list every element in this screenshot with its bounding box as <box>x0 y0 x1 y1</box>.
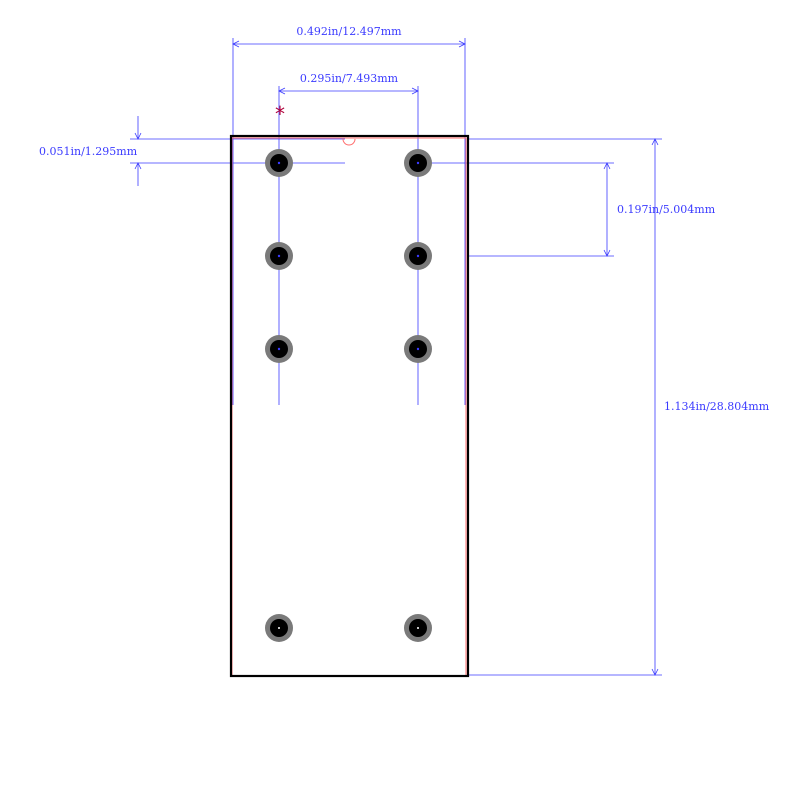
arrow-pitch-bottom <box>603 249 611 257</box>
pad-1 <box>265 149 293 177</box>
pad-7 <box>265 614 293 642</box>
edge-offset-label: 0.051in/1.295mm <box>39 145 138 158</box>
notch-icon <box>342 138 356 146</box>
row-pitch-label: 0.197in/5.004mm <box>617 203 716 216</box>
pad-5 <box>265 335 293 363</box>
arrow-width-right <box>458 40 466 48</box>
arrow-spacing-left <box>278 87 286 95</box>
body-outline <box>229 134 470 678</box>
dimension-arrowheads <box>134 40 659 676</box>
overall-width-label: 0.492in/12.497mm <box>296 25 402 38</box>
pad-2 <box>404 149 432 177</box>
pad-8 <box>404 614 432 642</box>
pin1-asterisk-icon: * <box>275 102 285 126</box>
arrow-offset-up <box>134 162 142 170</box>
arrow-length-bottom <box>651 668 659 676</box>
arrow-width-left <box>232 40 240 48</box>
arrow-offset-down <box>134 132 142 140</box>
courtyard-outline <box>231 137 467 677</box>
overall-length-label: 1.134in/28.804mm <box>664 400 770 413</box>
pad-3 <box>265 242 293 270</box>
pad-4 <box>404 242 432 270</box>
dimension-lines <box>130 38 662 676</box>
arrow-spacing-right <box>411 87 419 95</box>
arrow-length-top <box>651 138 659 146</box>
arrow-pitch-top <box>603 162 611 170</box>
pin-spacing-label: 0.295in/7.493mm <box>300 72 399 85</box>
pad-6 <box>404 335 432 363</box>
